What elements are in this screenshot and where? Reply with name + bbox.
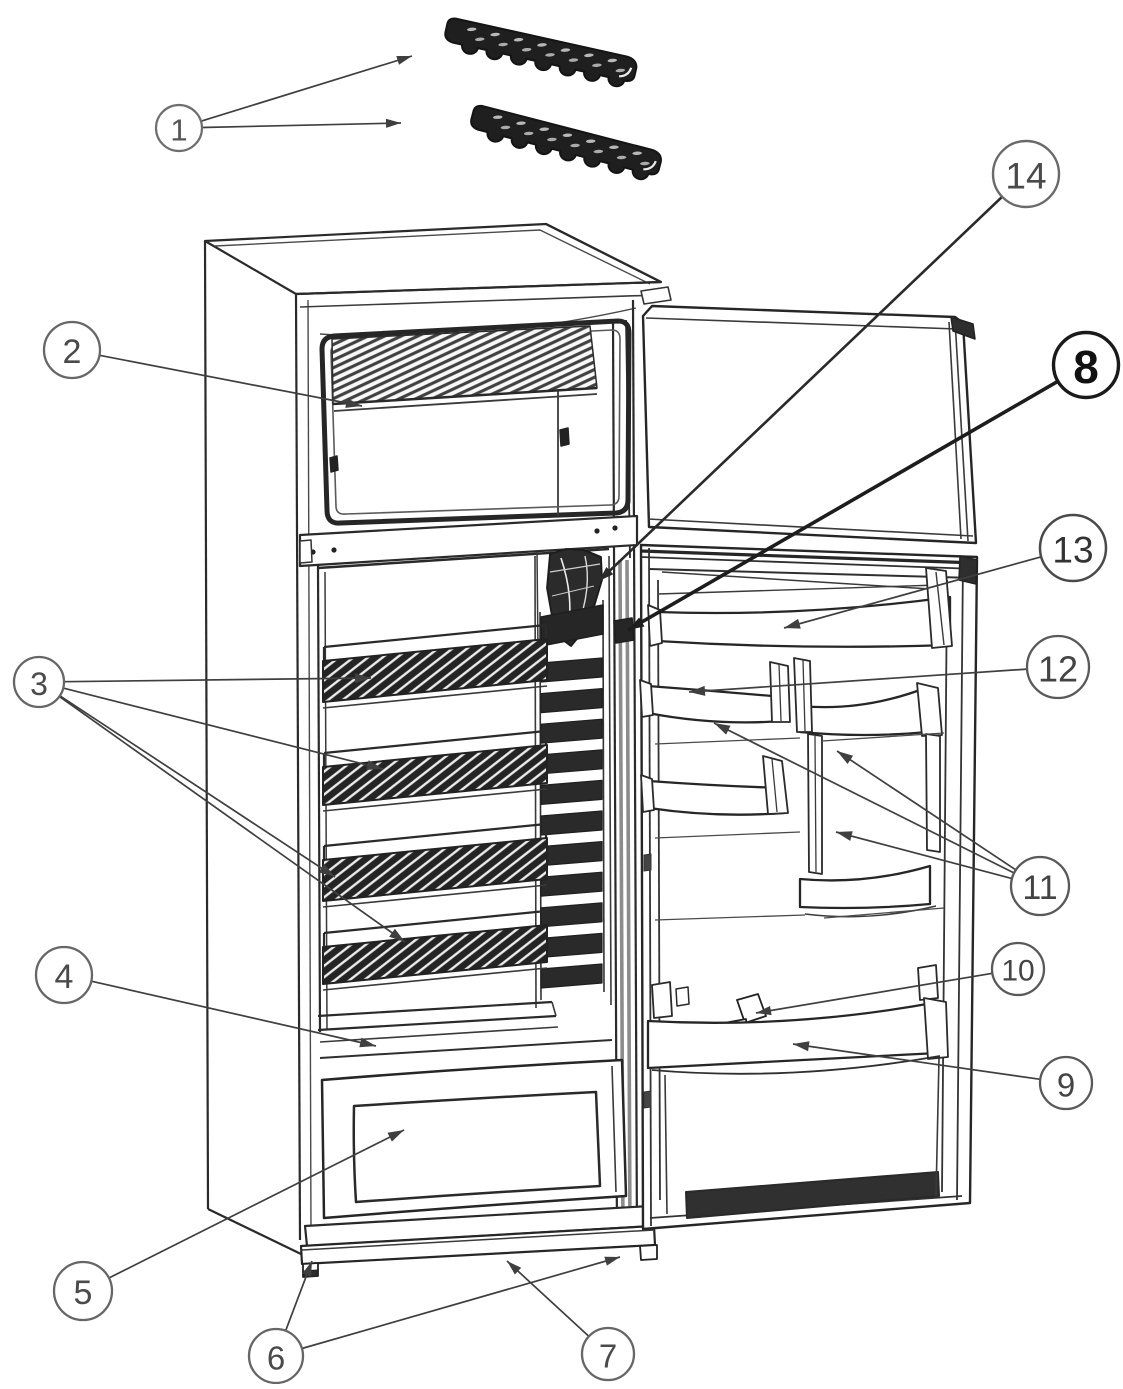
- svg-text:4: 4: [55, 958, 74, 996]
- svg-text:12: 12: [1038, 649, 1078, 690]
- svg-text:5: 5: [74, 1274, 93, 1312]
- svg-text:7: 7: [599, 1338, 617, 1375]
- svg-text:2: 2: [63, 333, 82, 371]
- svg-text:1: 1: [170, 113, 187, 148]
- svg-text:8: 8: [1073, 341, 1099, 393]
- svg-text:3: 3: [30, 666, 48, 702]
- svg-text:13: 13: [1052, 530, 1093, 571]
- svg-text:10: 10: [1001, 955, 1034, 988]
- svg-text:9: 9: [1057, 1067, 1075, 1104]
- svg-text:6: 6: [267, 1340, 285, 1377]
- svg-text:14: 14: [1005, 156, 1046, 197]
- svg-text:11: 11: [1022, 869, 1057, 907]
